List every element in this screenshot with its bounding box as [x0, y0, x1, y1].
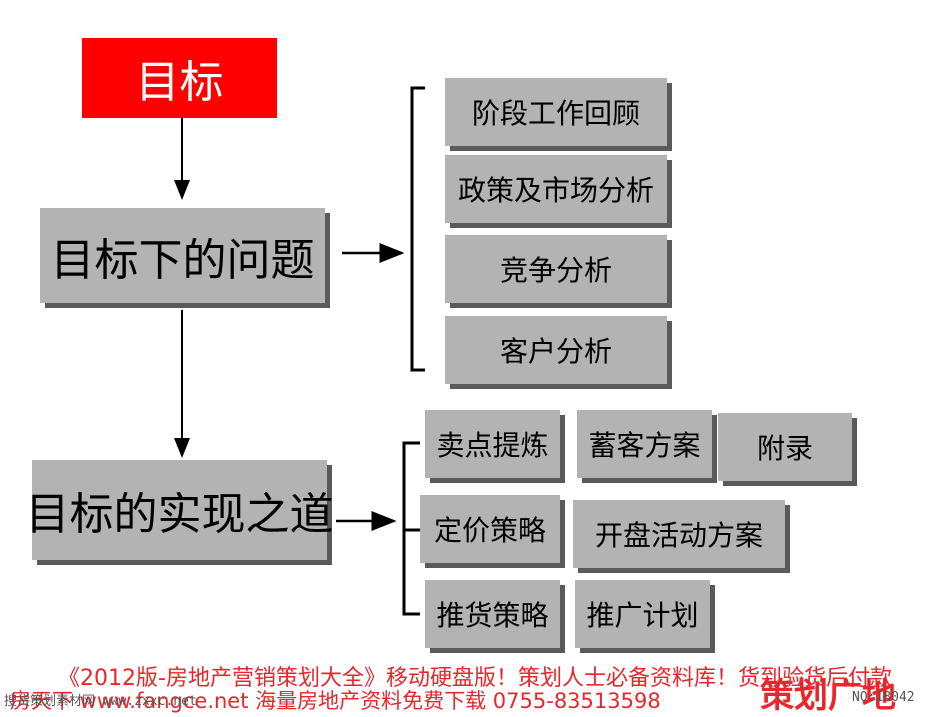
path-item-selling-points: 卖点提炼 — [425, 410, 560, 478]
problem-item-customer: 客户分析 — [445, 316, 667, 384]
watermark-left: 搜货策划素材网 www.zxxc.net — [4, 694, 197, 709]
problem-item-competition: 竞争分析 — [445, 235, 667, 303]
path-item-appendix: 附录 — [718, 413, 852, 481]
problems-box: 目标下的问题 — [40, 208, 325, 303]
brand-logo: 策划广地 — [760, 676, 896, 716]
path-item-opening: 开盘活动方案 — [573, 500, 785, 568]
problem-item-review: 阶段工作回顾 — [445, 78, 667, 146]
path-item-release: 推货策略 — [425, 580, 560, 648]
watermark-right: NO:18042 — [852, 690, 915, 705]
bracket-problems — [410, 86, 425, 372]
path-item-customer-plan: 蓄客方案 — [577, 410, 712, 478]
footer-line2: 房天下 www.fangce.net 海量房地产资料免费下载 0755-8351… — [10, 689, 661, 713]
path-item-promotion: 推广计划 — [575, 580, 710, 648]
path-box: 目标的实现之道 — [26, 460, 334, 560]
goal-box: 目标 — [82, 38, 277, 118]
footer-line1: 《2012版-房地产营销策划大全》移动硬盘版！策划人士必备资料库！货到验货后付款 — [58, 666, 892, 691]
problem-item-policy-market: 政策及市场分析 — [445, 155, 667, 223]
path-item-pricing: 定价策略 — [420, 495, 560, 563]
